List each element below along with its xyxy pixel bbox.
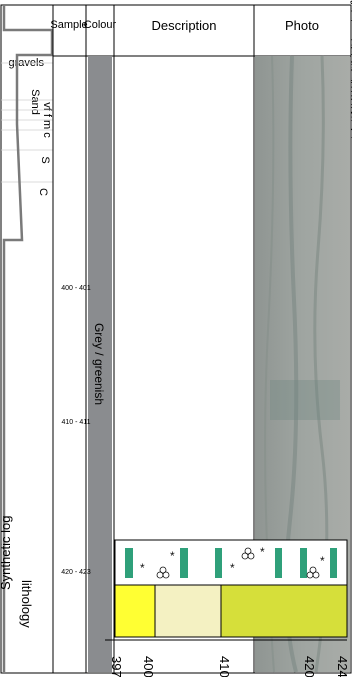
depth-tick-397: 397 <box>109 656 124 677</box>
colour-band <box>88 56 112 672</box>
sample-column: 400 - 401 410 - 411 420 - 423 <box>61 285 91 576</box>
description-4: 410-423cm: Grey/greenish clays withgreen… <box>350 0 352 141</box>
header-sample: Sample <box>50 19 87 31</box>
synthetic-log-title: Synthetic log <box>0 516 13 590</box>
symbol-stars: * * * * * <box>140 545 325 575</box>
sample-3: 420 - 423 <box>61 569 91 576</box>
description-2: 398-403cm: Grey/greenish silty clays,gre… <box>350 0 352 138</box>
header-colour: Colour <box>84 19 117 31</box>
sample-1: 400 - 401 <box>61 285 91 292</box>
symbol-foraminifera <box>156 547 320 579</box>
lithology-silty-cream <box>154 584 222 638</box>
synthetic-log: gravels Sand vf f m c S C <box>1 5 54 672</box>
svg-text:*: * <box>320 554 325 568</box>
column-headers: Photo Description Colour Sample litholog… <box>19 18 319 628</box>
lithology-clay-yellow <box>114 584 156 638</box>
svg-text:*: * <box>140 561 145 575</box>
grain-size-curve <box>2 5 54 672</box>
sample-2: 410 - 411 <box>61 419 90 426</box>
description-1: 397-398cm: Grey/greenish clays rich info… <box>350 0 352 144</box>
depth-tick-420: 420 <box>302 656 317 677</box>
colour-value: Grey / greenish <box>92 323 106 405</box>
grain-c: C <box>37 188 49 196</box>
lithology-clay-green <box>220 584 348 638</box>
header-description: Description <box>151 18 216 33</box>
svg-text:*: * <box>230 561 235 575</box>
description-3: 403-410cm: Grey/greenish, dry clayswith … <box>350 0 352 136</box>
depth-tick-410: 410 <box>217 656 232 677</box>
grain-sand: Sand <box>29 89 41 115</box>
symbol-green-bands <box>125 548 337 578</box>
svg-text:*: * <box>260 545 265 559</box>
description-column: 397-398cm: Grey/greenish clays rich info… <box>350 0 352 144</box>
depth-tick-400: 400 <box>141 656 156 677</box>
header-lithology: lithology <box>19 580 34 628</box>
depth-tick-424: 424 <box>335 656 350 677</box>
svg-text:*: * <box>170 549 175 563</box>
header-photo: Photo <box>285 18 319 33</box>
grain-s: S <box>39 156 51 163</box>
